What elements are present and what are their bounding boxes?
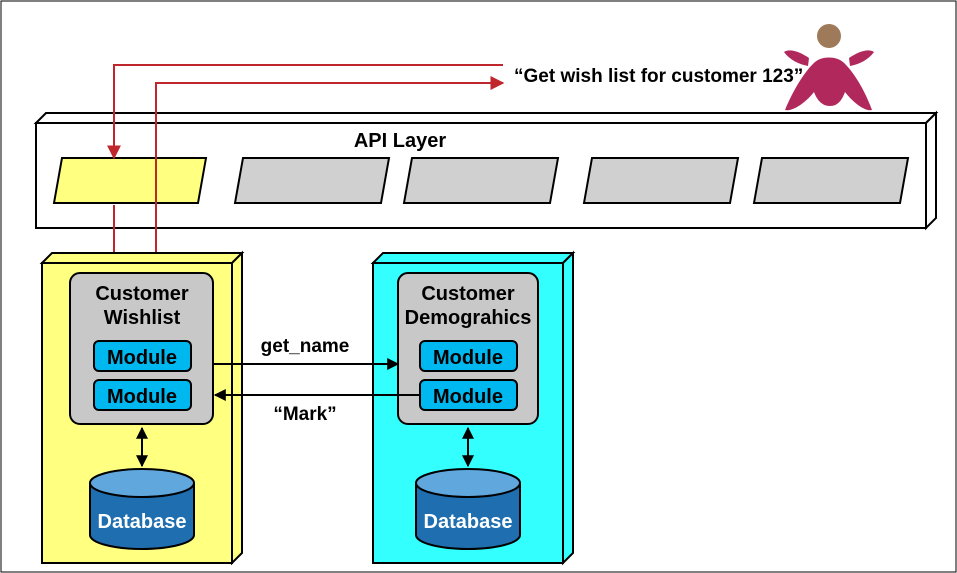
- demographics-title-line1: Customer: [421, 283, 515, 305]
- wishlist-title-line2: Wishlist: [104, 307, 181, 329]
- demographics-module: [419, 340, 518, 372]
- request-arrow: [107, 64, 503, 160]
- database-icon: [415, 468, 521, 550]
- wishlist-module-label: Module: [107, 347, 177, 369]
- wishlist-title-line1: Customer: [95, 283, 189, 305]
- request-label: “Get wish list for customer 123”: [514, 66, 803, 87]
- mark-label: “Mark”: [273, 404, 336, 425]
- api-endpoint: [233, 157, 391, 204]
- wishlist-database-label: Database: [98, 511, 187, 533]
- api-endpoint: [582, 157, 740, 204]
- api-layer-title: API Layer: [354, 130, 446, 152]
- api-endpoint: [752, 157, 910, 204]
- api-endpoint: [402, 157, 560, 204]
- api-endpoint-wishlist: [52, 157, 208, 204]
- database-icon: [89, 468, 195, 550]
- wishlist-module-label: Module: [107, 386, 177, 408]
- wishlist-module: [93, 340, 192, 372]
- demographics-title-line2: Demograhics: [405, 307, 532, 329]
- user-icon: [784, 24, 874, 111]
- demographics-module-label: Module: [433, 347, 503, 369]
- response-arrow: [155, 76, 505, 272]
- demographics-database-label: Database: [424, 511, 513, 533]
- get-name-label: get_name: [261, 336, 350, 357]
- demographics-module-label: Module: [433, 386, 503, 408]
- wishlist-module: [93, 379, 192, 411]
